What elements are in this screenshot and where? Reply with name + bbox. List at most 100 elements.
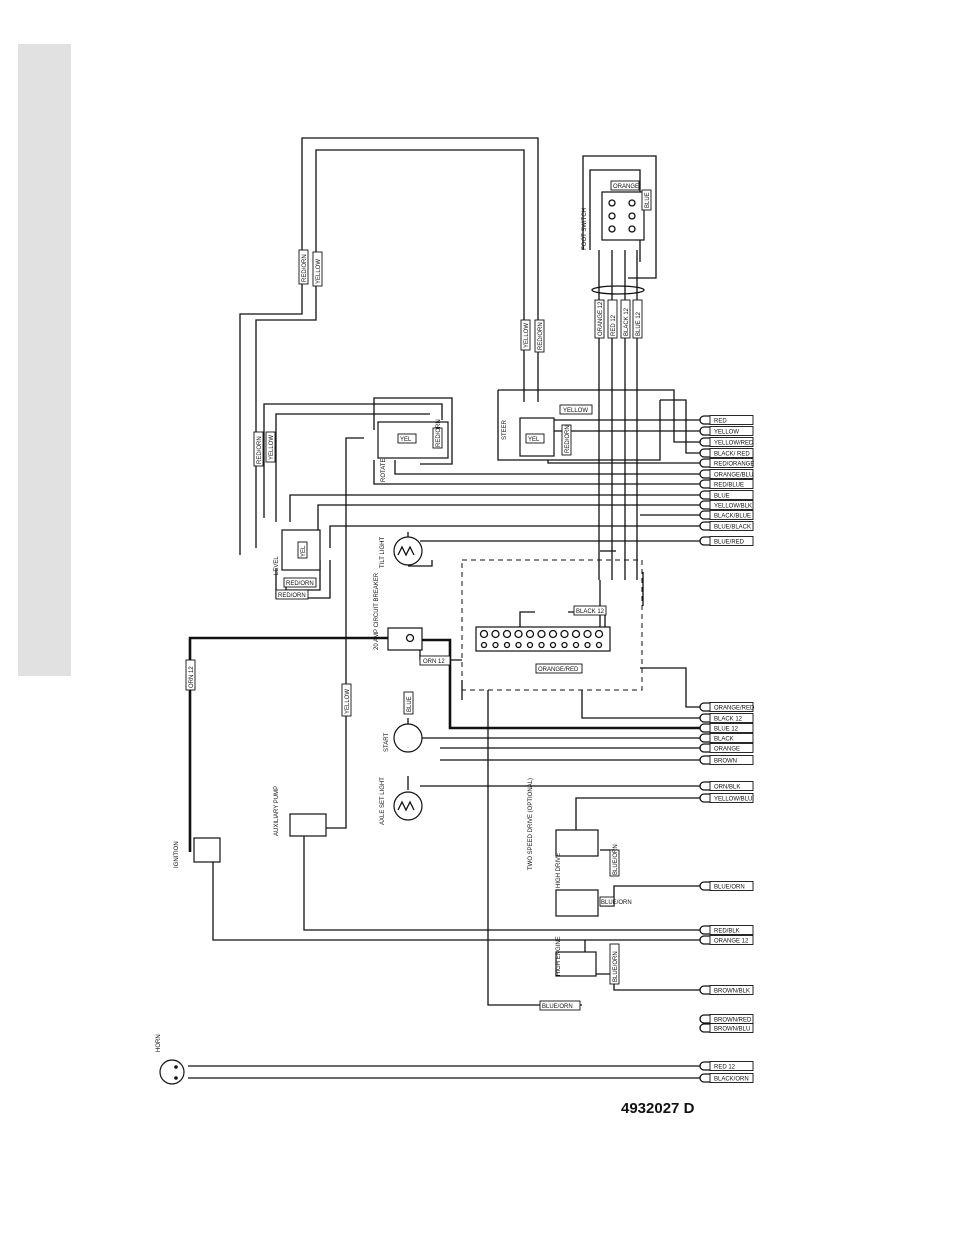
circuit-breaker-label: 20 AMP CIRCUIT BREAKER bbox=[374, 572, 380, 650]
wire-tag: RED/ORN bbox=[278, 593, 306, 599]
terminal-tag-label: BLUE bbox=[714, 494, 730, 500]
axle-set-light-label: AXLE SET LIGHT bbox=[380, 777, 386, 825]
terminal-pin bbox=[594, 629, 604, 639]
terminal-pin bbox=[595, 641, 603, 649]
terminal-pin bbox=[537, 629, 546, 639]
wire-tag: YELLOW bbox=[524, 323, 530, 348]
terminal-tag-label: BROWN bbox=[714, 759, 737, 765]
terminal-pin bbox=[583, 629, 592, 639]
wire-tag: YEL bbox=[528, 437, 540, 443]
terminal-pin bbox=[525, 629, 535, 639]
two-speed-drive-label: TWO SPEED DRIVE (OPTIONAL) bbox=[528, 778, 534, 870]
terminal-tag: ORN/BLK bbox=[699, 781, 754, 791]
wire-tag: YELLOW bbox=[269, 435, 275, 460]
wire-tag: RED/ORN bbox=[302, 254, 308, 282]
terminal-pin bbox=[480, 641, 488, 649]
terminal-tag-label: RED/BLK bbox=[714, 929, 740, 935]
terminal-tag: BLACK/ORN bbox=[699, 1073, 754, 1083]
terminal-tag: BROWN/RED bbox=[699, 1014, 754, 1024]
terminal-tag-label: ORANGE/BLU bbox=[714, 473, 753, 479]
terminal-tag: YELLOW/RED bbox=[699, 437, 754, 447]
terminal-tag-label: YELLOW/BLU bbox=[714, 797, 752, 803]
terminal-pin bbox=[515, 641, 522, 649]
terminal-pin bbox=[526, 641, 534, 649]
wire-tag: YELLOW bbox=[563, 408, 588, 414]
terminal-tag: ORANGE/RED bbox=[699, 702, 755, 712]
terminal-tag: RED bbox=[699, 415, 754, 425]
terminal-pin bbox=[514, 629, 523, 639]
wire-tag: RED 12 bbox=[611, 314, 617, 336]
drawing-number: 4932027 D bbox=[621, 1100, 695, 1117]
terminal-tag: BLUE 12 bbox=[699, 723, 754, 733]
terminal-tag: BLACK/ RED bbox=[699, 448, 754, 458]
start-label: START bbox=[384, 733, 390, 752]
terminal-tag-label: YELLOW/RED bbox=[714, 441, 754, 447]
high-drive: HIGH DRIVE bbox=[555, 853, 599, 917]
terminal-tag-label: BROWN/RED bbox=[714, 1018, 752, 1024]
terminal-strip bbox=[475, 626, 611, 652]
terminal-tag: YELLOW/BLU bbox=[699, 793, 754, 803]
level-switch: LEVEL bbox=[274, 529, 321, 575]
foot-switch-label: FOOT SWITCH bbox=[582, 208, 588, 250]
terminal-tag-label: BROWN/BLK bbox=[714, 989, 750, 995]
terminal-tag-label: BLUE 12 bbox=[714, 727, 739, 733]
terminal-tag-label: BROWN/BLU bbox=[714, 1027, 750, 1033]
high-engine-label: HIGH ENGINE bbox=[556, 936, 562, 976]
terminal-pin bbox=[479, 629, 489, 639]
wire-tag: ORN 12 bbox=[189, 666, 195, 688]
terminal-tag: BLACK 12 bbox=[699, 713, 754, 723]
terminal-tag-label: BLACK/ORN bbox=[714, 1077, 749, 1083]
two-speed-drive: TWO SPEED DRIVE (OPTIONAL) bbox=[528, 778, 599, 870]
wire-tags: RED/ORN YELLOW YELLOW RED/ORN ORANGE 12 … bbox=[185, 189, 652, 985]
terminal-tag-label: BLUE/ORN bbox=[714, 885, 745, 891]
terminal-pin bbox=[503, 641, 511, 649]
terminal-tag-label: YELLOW bbox=[714, 430, 739, 436]
terminal-tag: BLUE/BLACK bbox=[699, 521, 754, 531]
terminal-tag: ORANGE bbox=[699, 743, 754, 753]
wire-tag: RED/ORN bbox=[257, 436, 263, 464]
terminal-tag-label: BLACK bbox=[714, 737, 734, 743]
high-engine: HIGH ENGINE bbox=[555, 936, 597, 977]
horn-label: HORN bbox=[156, 1034, 162, 1052]
terminal-tag: YELLOW/BLK bbox=[699, 500, 754, 510]
wire-tag: YEL bbox=[400, 437, 412, 443]
terminal-pin bbox=[571, 629, 581, 639]
terminal-tag-label: RED bbox=[714, 419, 727, 425]
wire-tag: RED/ORN bbox=[436, 419, 442, 447]
terminal-tag: RED/BLK bbox=[699, 925, 754, 935]
wire-tag: BLUE/ORN bbox=[613, 951, 619, 982]
wire-lines bbox=[188, 137, 700, 1079]
high-drive-label: HIGH DRIVE bbox=[556, 853, 562, 888]
terminal-pin bbox=[572, 641, 580, 649]
terminal-pin bbox=[584, 641, 591, 649]
rotate-label: ROTATE bbox=[381, 459, 387, 482]
tilt-light-label: TILT LIGHT bbox=[380, 537, 386, 568]
terminal-tag: BLACK/BLUE bbox=[699, 510, 754, 520]
page-side-tab bbox=[18, 44, 71, 676]
terminal-tag-label: ORN/BLK bbox=[714, 785, 740, 791]
wire-tag: BLUE/ORN bbox=[542, 1004, 573, 1010]
wire-tag: YEL bbox=[301, 545, 307, 557]
terminal-tag-label: ORANGE bbox=[714, 747, 740, 753]
terminal-pin bbox=[492, 641, 499, 649]
terminal-tag: RED/ORANGE bbox=[699, 458, 754, 468]
wire-tag: BLUE/ORN bbox=[613, 844, 619, 875]
terminal-tag-label: BLACK/BLUE bbox=[714, 514, 751, 520]
terminal-tag: BLACK bbox=[699, 733, 754, 743]
wire-tag: ORANGE/RED bbox=[538, 667, 579, 673]
ignition-switch: IGNITION bbox=[174, 837, 221, 868]
wire-tag: ORANGE bbox=[613, 184, 639, 190]
circuit-breaker: 20 AMP CIRCUIT BREAKER bbox=[374, 572, 423, 651]
foot-switch: FOOT SWITCH bbox=[582, 191, 645, 250]
wire-tag: YELLOW bbox=[345, 689, 351, 714]
axle-set-light: AXLE SET LIGHT bbox=[380, 777, 423, 825]
terminal-tag-label: ORANGE 12 bbox=[714, 939, 749, 945]
horn: HORN bbox=[156, 1034, 185, 1085]
terminal-tag: BLUE bbox=[699, 490, 754, 500]
terminal-tag: YELLOW bbox=[699, 426, 754, 436]
terminal-pin bbox=[561, 641, 568, 649]
wire-tag: BLUE bbox=[407, 696, 413, 712]
terminal-tag: BLUE/RED bbox=[699, 536, 754, 546]
terminal-tag: BROWN/BLK bbox=[699, 985, 754, 995]
terminal-tag: RED/BLUE bbox=[699, 479, 754, 489]
